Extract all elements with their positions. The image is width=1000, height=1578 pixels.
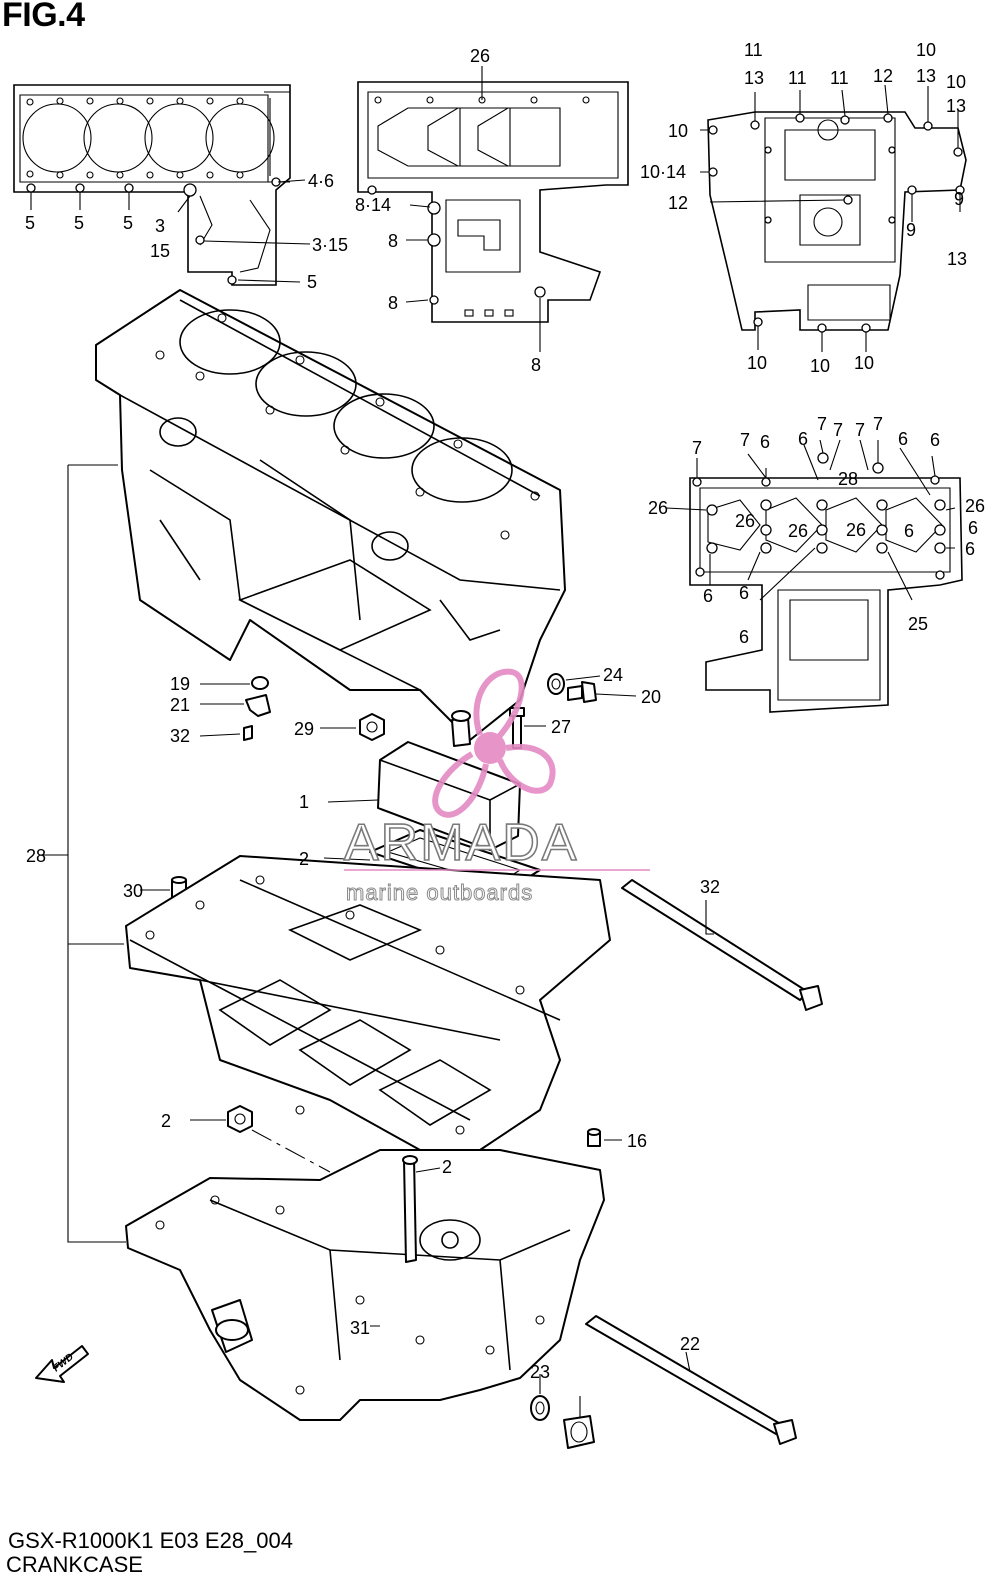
upper-crankcase-part bbox=[95, 289, 566, 741]
figure-title: FIG.4 bbox=[2, 0, 85, 34]
callout-label: 11 bbox=[830, 68, 849, 88]
callout-label: 13 bbox=[916, 66, 936, 86]
callout-label: 6 bbox=[760, 432, 770, 452]
watermark-logo bbox=[432, 668, 556, 818]
callout-label: 8·14 bbox=[355, 195, 391, 215]
callout-label: 6 bbox=[930, 430, 940, 450]
callout-label: 2 bbox=[299, 849, 309, 869]
callout-label: 26 bbox=[965, 496, 985, 516]
callout-label: 26 bbox=[470, 46, 490, 66]
callout-label: 6 bbox=[965, 539, 975, 559]
lower-crankcase-part bbox=[125, 855, 611, 1151]
callout-label: 13 bbox=[946, 96, 966, 116]
callout-label: 8 bbox=[531, 355, 541, 375]
callout-label: 7 bbox=[692, 438, 702, 458]
callout-label: 30 bbox=[123, 881, 143, 901]
callout-label: 27 bbox=[551, 717, 571, 737]
callout-label: 16 bbox=[627, 1131, 647, 1151]
callout-label: 26 bbox=[648, 498, 668, 518]
callout-label: 26 bbox=[846, 520, 866, 540]
callout-label: 8 bbox=[388, 231, 398, 251]
callout-label: 31 bbox=[350, 1318, 370, 1338]
callout-label: 7 bbox=[740, 430, 750, 450]
callout-label: 10·14 bbox=[640, 162, 686, 182]
callout-label: 29 bbox=[294, 719, 314, 739]
forward-direction-arrow-icon: FWD bbox=[35, 1345, 89, 1383]
callout-label: 6 bbox=[898, 429, 908, 449]
callout-label: 25 bbox=[908, 614, 928, 634]
callout-label: 28 bbox=[838, 469, 858, 489]
callout-label: 9 bbox=[954, 189, 964, 209]
callout-label: 11 bbox=[788, 68, 807, 88]
callout-label: 13 bbox=[947, 249, 967, 269]
callout-label: 13 bbox=[744, 68, 764, 88]
callout-label: 5 bbox=[74, 213, 84, 233]
callout-label: 8 bbox=[388, 293, 398, 313]
callout-bracket-1 bbox=[42, 464, 126, 1243]
callout-label: 19 bbox=[170, 674, 190, 694]
callout-label: 10 bbox=[946, 72, 966, 92]
callout-label: 26 bbox=[735, 511, 755, 531]
callout-label: 32 bbox=[700, 877, 720, 897]
callout-label: 26 bbox=[788, 521, 808, 541]
callout-label: 21 bbox=[170, 695, 190, 715]
watermark-tagline: marine outboards bbox=[346, 880, 533, 905]
callout-numbers: 5 5 5 3 15 4·6 3·15 5 26 8·14 8 8 8 11 1… bbox=[25, 40, 985, 1382]
callout-label: 10 bbox=[747, 353, 767, 373]
callout-label: 5 bbox=[25, 213, 35, 233]
callout-label: 24 bbox=[603, 665, 623, 685]
callout-label: 22 bbox=[680, 1334, 700, 1354]
crankcase-bottom-view bbox=[357, 66, 629, 352]
callout-label: 6 bbox=[739, 583, 749, 603]
callout-label: 11 bbox=[744, 40, 763, 60]
crankcase-side-view bbox=[700, 84, 967, 352]
watermark-brand: ARMADA bbox=[344, 814, 578, 872]
callout-label: 28 bbox=[26, 846, 46, 866]
callout-label: 7 bbox=[873, 414, 883, 434]
callout-label: 10 bbox=[916, 40, 936, 60]
callout-label: 20 bbox=[641, 687, 661, 707]
callout-label: 6 bbox=[739, 627, 749, 647]
callout-label: 9 bbox=[906, 220, 916, 240]
callout-label: 23 bbox=[530, 1362, 550, 1382]
callout-label: 12 bbox=[668, 193, 688, 213]
callout-label: 5 bbox=[307, 272, 317, 292]
callout-label: 15 bbox=[150, 241, 170, 261]
callout-label: 6 bbox=[904, 521, 914, 541]
model-code: GSX-R1000K1 E03 E28_004 bbox=[8, 1528, 293, 1553]
callout-label: 5 bbox=[123, 213, 133, 233]
upper-crankcase-bolt-view bbox=[665, 439, 963, 713]
callout-label: 7 bbox=[855, 420, 865, 440]
callout-label: 10 bbox=[668, 121, 688, 141]
section-name: CRANKCASE bbox=[6, 1552, 143, 1577]
callout-label: 2 bbox=[442, 1157, 452, 1177]
callout-label: 10 bbox=[854, 353, 874, 373]
callout-label: 3 bbox=[155, 216, 165, 236]
callout-label: 32 bbox=[170, 726, 190, 746]
leader-lines bbox=[140, 675, 714, 1418]
callout-label: 6 bbox=[703, 586, 713, 606]
callout-label: 7 bbox=[833, 420, 843, 440]
callout-label: 7 bbox=[817, 414, 827, 434]
crankcase-lower-pan-part bbox=[125, 1149, 797, 1449]
callout-label: 1 bbox=[299, 792, 309, 812]
callout-label: 10 bbox=[810, 356, 830, 376]
callout-label: 3·15 bbox=[312, 235, 348, 255]
callout-label: 12 bbox=[873, 66, 893, 86]
callout-label: 4·6 bbox=[308, 171, 334, 191]
callout-label: 2 bbox=[161, 1111, 171, 1131]
callout-label: 6 bbox=[798, 429, 808, 449]
upper-crankcase-top-view bbox=[13, 84, 311, 286]
callout-label: 6 bbox=[968, 518, 978, 538]
